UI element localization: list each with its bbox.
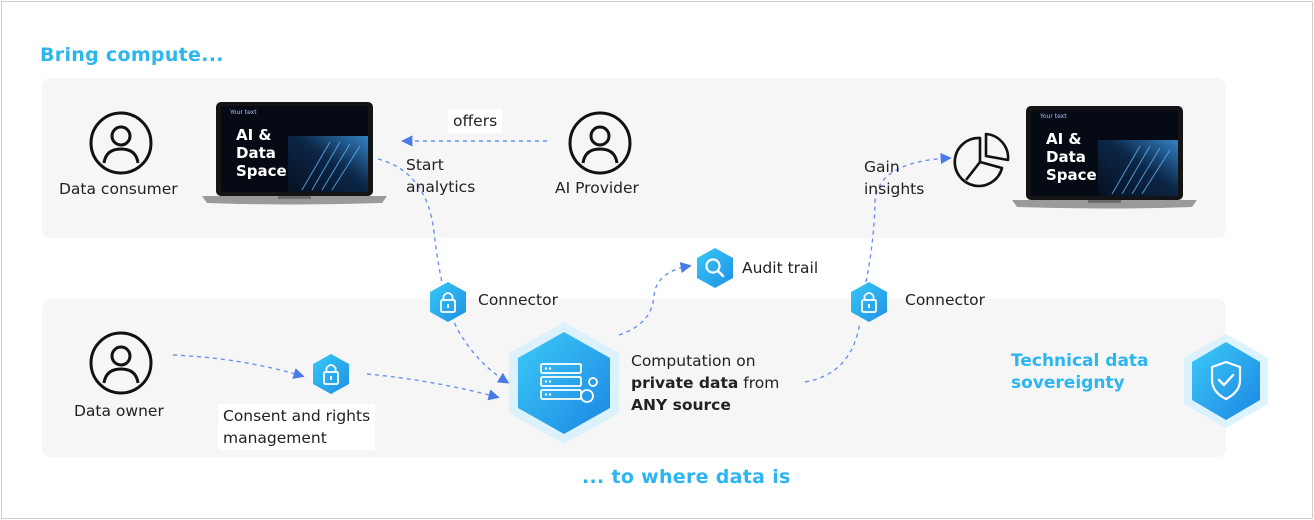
consent-line1: Consent and rights bbox=[223, 407, 371, 425]
left-laptop-screen-title: AI & Data Space bbox=[236, 126, 287, 180]
data-owner-label: Data owner bbox=[74, 402, 164, 420]
owner-to-consent-arrow bbox=[172, 354, 305, 379]
left-laptop-small-text: Your text bbox=[230, 109, 257, 116]
left-laptop-line2: Data bbox=[236, 144, 276, 162]
right-laptop-screen-title: AI & Data Space bbox=[1046, 130, 1097, 184]
computation-label: Computation on private data from ANY sou… bbox=[631, 350, 779, 416]
any-source-text: ANY source bbox=[631, 396, 731, 414]
data-consumer-label: Data consumer bbox=[59, 180, 178, 198]
left-connector-lock-icon bbox=[428, 281, 468, 327]
left-laptop-icon: Your text AI & Data Space bbox=[202, 102, 387, 210]
right-laptop-small-text: Your text bbox=[1040, 113, 1067, 120]
audit-trail-arrow bbox=[618, 261, 692, 336]
audit-trail-search-icon bbox=[695, 247, 735, 293]
consent-label: Consent and rights management bbox=[218, 404, 376, 450]
right-laptop-line3: Space bbox=[1046, 166, 1097, 184]
start-analytics-line1: Start bbox=[406, 156, 444, 174]
left-laptop-line1: AI & bbox=[236, 126, 272, 144]
left-connector-label: Connector bbox=[478, 291, 558, 309]
gain-insights-label: Gain insights bbox=[864, 156, 924, 200]
shield-check-icon bbox=[1180, 332, 1272, 434]
right-laptop-icon: Your text AI & Data Space bbox=[1012, 106, 1197, 214]
ai-provider-label: AI Provider bbox=[555, 179, 639, 197]
right-laptop-line1: AI & bbox=[1046, 130, 1082, 148]
gain-insights-line2: insights bbox=[864, 180, 925, 198]
right-connector-lock-icon bbox=[849, 281, 889, 327]
computation-server-icon bbox=[505, 320, 623, 450]
gain-insights-arrow bbox=[865, 152, 952, 283]
computation-line2: private data from bbox=[631, 372, 779, 394]
right-connector-label: Connector bbox=[905, 291, 985, 309]
ai-provider-person-icon bbox=[567, 110, 633, 180]
start-analytics-arrow bbox=[377, 158, 510, 384]
where-data-is-heading: ... to where data is bbox=[582, 466, 791, 488]
consent-line2: management bbox=[223, 429, 327, 447]
start-analytics-line2: analytics bbox=[406, 178, 476, 196]
data-consumer-person-icon bbox=[88, 110, 154, 180]
pie-chart-icon bbox=[952, 130, 1016, 194]
consent-to-compute-arrow bbox=[366, 373, 500, 401]
compute-to-connector-arrow bbox=[804, 321, 861, 383]
data-owner-person-icon bbox=[88, 330, 154, 400]
sovereignty-line2: sovereignty bbox=[1011, 373, 1125, 393]
from-text: from bbox=[738, 374, 780, 392]
sovereignty-line1: Technical data bbox=[1011, 351, 1149, 371]
bring-compute-heading: Bring compute... bbox=[40, 44, 224, 66]
computation-line1: Computation on bbox=[631, 352, 756, 370]
private-data-text: private data bbox=[631, 374, 739, 392]
start-analytics-label: Start analytics bbox=[406, 154, 475, 198]
consent-lock-icon bbox=[311, 353, 351, 399]
sovereignty-label: Technical data sovereignty bbox=[1011, 350, 1149, 394]
gain-insights-line1: Gain bbox=[864, 158, 900, 176]
audit-trail-label: Audit trail bbox=[742, 259, 819, 277]
left-laptop-line3: Space bbox=[236, 162, 287, 180]
right-laptop-line2: Data bbox=[1046, 148, 1086, 166]
offers-label: offers bbox=[448, 109, 503, 133]
